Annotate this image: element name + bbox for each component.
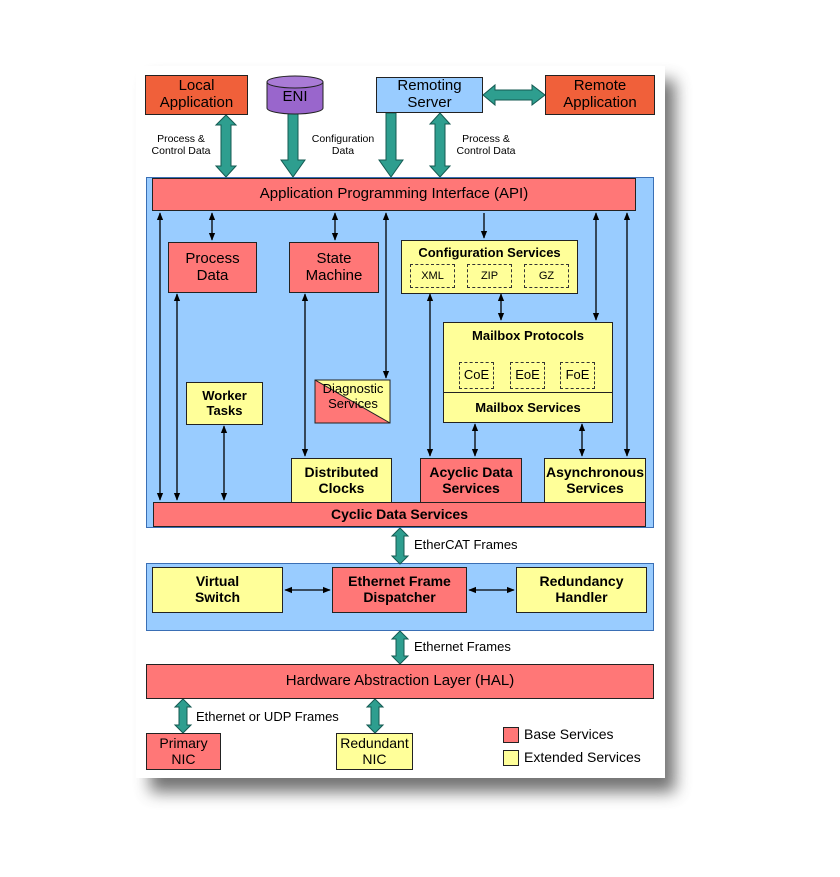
legend-swatch-base (503, 727, 519, 743)
ethercat-frames-label: EtherCAT Frames (414, 537, 518, 552)
eni-label: ENI (282, 88, 308, 105)
config-item-xml: XML (410, 264, 455, 288)
label-pcd-right: Process &Control Data (456, 133, 516, 158)
mailbox-item-foe: FoE (560, 362, 595, 389)
arrow-hal-redundant (365, 698, 385, 734)
arrow-remoting-remote (482, 83, 546, 107)
cyclic-data-services-box: Cyclic Data Services (153, 502, 646, 527)
config-item-gz: GZ (524, 264, 569, 288)
eth-udp-frames-label: Ethernet or UDP Frames (196, 709, 339, 724)
remoting-line1: Remoting (397, 77, 462, 95)
arrow-remoting-api (378, 112, 404, 178)
remote-app-line2: Application (563, 94, 637, 111)
remote-app-line1: Remote (573, 77, 627, 95)
arrow-remoting-api-2 (428, 112, 452, 178)
config-title: Configuration Services (418, 245, 561, 260)
legend-swatch-extended (503, 750, 519, 766)
mailbox-item-coe: CoE (459, 362, 494, 389)
arrow-ethercat (390, 527, 410, 565)
arrow-ethernet (390, 630, 410, 665)
hal-box: Hardware Abstraction Layer (HAL) (146, 664, 654, 699)
local-app-line1: Local (178, 77, 215, 95)
remoting-line2: Server (407, 94, 452, 111)
configuration-services-box: Configuration Services (401, 240, 578, 294)
diagnostic-box-shape (314, 379, 391, 424)
mailbox-protocols-box: Mailbox Protocols (443, 322, 613, 423)
local-app-line2: Application (159, 94, 234, 111)
legend-extended-label: Extended Services (524, 749, 641, 765)
mailbox-item-eoe: EoE (510, 362, 545, 389)
mailbox-title: Mailbox Protocols (472, 328, 584, 343)
arrow-local-api (214, 114, 238, 178)
api-label: Application Programming Interface (API) (259, 185, 529, 203)
arrow-eni-api (280, 111, 306, 178)
mailbox-services-box: Mailbox Services (443, 392, 613, 423)
ethernet-frames-label: Ethernet Frames (414, 639, 511, 654)
arrow-hal-primary (173, 698, 193, 734)
config-item-zip: ZIP (467, 264, 512, 288)
legend-base-label: Base Services (524, 726, 614, 742)
api-box: Application Programming Interface (API) (152, 178, 636, 211)
label-pcd-left: Process &Control Data (151, 133, 211, 158)
